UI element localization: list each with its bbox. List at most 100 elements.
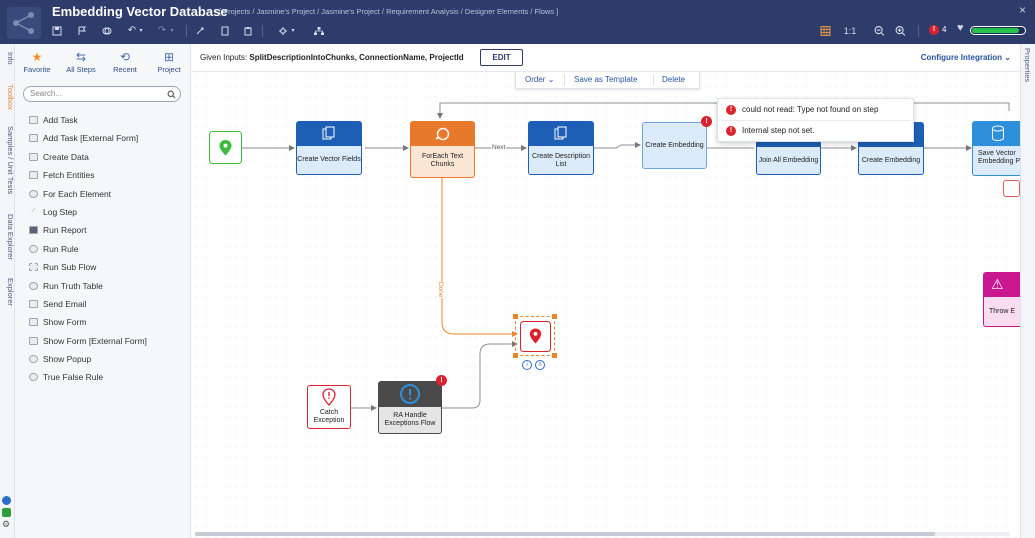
form-icon: [29, 318, 38, 327]
list-icon[interactable]: ≡: [535, 360, 545, 370]
end-node[interactable]: [513, 314, 557, 358]
zoom-in-icon[interactable]: [895, 24, 906, 38]
category-all-steps[interactable]: ⇆ All Steps: [59, 50, 103, 74]
category-favorite[interactable]: ★ Favorite: [15, 50, 59, 74]
chevron-down-icon[interactable]: ▾: [139, 28, 143, 34]
search-icon[interactable]: [167, 90, 176, 99]
toolbox-step-show-popup[interactable]: Show Popup: [29, 350, 189, 368]
delete-button[interactable]: Delete: [662, 75, 686, 84]
info-icon[interactable]: i: [522, 360, 532, 370]
recent-icon: ⟲: [119, 50, 131, 64]
toolbar-divider: [186, 25, 187, 37]
tab-properties[interactable]: Properties: [1023, 48, 1032, 83]
toolbox-step-add-task[interactable]: Add Task: [29, 111, 189, 129]
error-icon[interactable]: !: [436, 375, 447, 386]
error-popup: !could not read: Type not found on step …: [717, 98, 914, 142]
step-label: Fetch Entities: [43, 170, 95, 181]
health-bar-fill: [972, 28, 1019, 33]
debug-icon[interactable]: [195, 24, 205, 38]
flow-node-save-vector-embedding[interactable]: Save Vector Embedding Postgres: [972, 121, 1020, 176]
app-logo-icon[interactable]: [6, 6, 42, 40]
category-project[interactable]: ⊞ Project: [147, 50, 191, 74]
resize-handle[interactable]: [513, 353, 518, 358]
flow-canvas[interactable]: Next Done Order ⌄ Save as Template Delet…: [191, 72, 1020, 538]
chevron-down-icon[interactable]: ▾: [170, 28, 174, 34]
close-icon[interactable]: ×: [1018, 3, 1026, 17]
toolbox-step-run-rule[interactable]: Run Rule: [29, 240, 189, 258]
toolbox-step-for-each-element[interactable]: For Each Element: [29, 185, 189, 203]
flow-node-foreach-text-chunks[interactable]: ForEach Text Chunks: [410, 121, 475, 178]
flow-node-create-vector-fields[interactable]: Create Vector Fields: [296, 121, 362, 175]
node-label: ForEach Text Chunks: [421, 153, 464, 168]
edit-inputs-button[interactable]: EDIT: [480, 49, 523, 66]
save-as-template-button[interactable]: Save as Template: [574, 75, 638, 84]
toolbox-step-create-data[interactable]: Create Data: [29, 148, 189, 166]
copy-icon[interactable]: [102, 24, 112, 38]
toolbox-step-fetch-entities[interactable]: Fetch Entities: [29, 166, 189, 184]
steps-icon: ⇆: [75, 50, 87, 64]
error-icon[interactable]: !: [701, 116, 712, 127]
toolbox-step-show-form-external[interactable]: Show Form [External Form]: [29, 332, 189, 350]
zoom-out-icon[interactable]: [874, 24, 885, 38]
toolbox-step-run-sub-flow[interactable]: Run Sub Flow: [29, 258, 189, 276]
node-label: Create Vector Fields: [297, 156, 361, 163]
given-inputs: Given Inputs: SplitDescriptionIntoChunks…: [200, 53, 464, 62]
tab-info[interactable]: Info: [6, 52, 15, 65]
toolbox-step-show-form[interactable]: Show Form: [29, 313, 189, 331]
flow-node-create-embedding-1[interactable]: Create Embedding !: [642, 116, 712, 169]
flag-icon[interactable]: [77, 24, 87, 38]
flow-node-catch-exception[interactable]: Catch Exception: [307, 385, 351, 429]
grid-icon[interactable]: [820, 24, 831, 38]
subflow-icon: [29, 263, 38, 272]
chat-icon[interactable]: [2, 496, 11, 505]
clipboard-icon[interactable]: [243, 24, 253, 38]
zoom-reset-button[interactable]: 1:1: [843, 26, 857, 36]
tab-data-explorer[interactable]: Data Explorer: [6, 214, 15, 260]
save-icon[interactable]: [52, 24, 62, 38]
flow-node-throw[interactable]: ⚠ Throw E: [983, 272, 1020, 327]
toolbox-step-run-report[interactable]: Run Report: [29, 221, 189, 239]
search-input[interactable]: Search...: [23, 86, 181, 102]
step-label: Run Report: [43, 225, 87, 236]
copy-data-icon: [554, 126, 567, 140]
toolbox-step-add-task-external[interactable]: Add Task [External Form]: [29, 129, 189, 147]
resize-handle[interactable]: [552, 314, 557, 319]
configure-integration-link[interactable]: Configure Integration ⌄: [921, 53, 1011, 62]
warning-icon: ⚠: [991, 276, 1004, 292]
toolbox-step-true-false-rule[interactable]: True False Rule: [29, 368, 189, 386]
flow-node-ra-handle-exceptions[interactable]: RA Handle Exceptions Flow !: [378, 375, 447, 434]
toolbox-step-run-truth-table[interactable]: Run Truth Table: [29, 277, 189, 295]
error-count[interactable]: 4: [942, 25, 947, 34]
error-handler-node[interactable]: [1003, 180, 1020, 197]
horizontal-scrollbar[interactable]: [195, 532, 1010, 536]
scrollbar-thumb[interactable]: [195, 532, 935, 536]
error-icon[interactable]: !: [929, 25, 939, 35]
sheet-icon[interactable]: [2, 508, 11, 517]
breadcrumb[interactable]: [ Projects / Jasmine's Project / Jasmine…: [219, 7, 559, 16]
tab-samples-unit-tests[interactable]: Samples / Unit Tests: [6, 126, 15, 195]
order-button[interactable]: Order ⌄: [525, 75, 554, 84]
edge-label-done: Done: [437, 282, 444, 298]
document-icon[interactable]: [220, 24, 230, 38]
node-body: [296, 146, 362, 175]
flow-node-create-description-list[interactable]: Create Description List: [528, 121, 594, 175]
undo-icon[interactable]: ↶: [127, 25, 137, 36]
chevron-down-icon[interactable]: ▾: [291, 28, 295, 34]
toolbox-step-send-email[interactable]: Send Email: [29, 295, 189, 313]
tab-explorer[interactable]: Explorer: [6, 278, 15, 306]
start-node[interactable]: [209, 131, 242, 164]
hierarchy-icon[interactable]: [313, 24, 325, 38]
exception-icon: [400, 384, 420, 404]
resize-handle[interactable]: [513, 314, 518, 319]
gear-icon[interactable]: ⚙: [2, 519, 11, 529]
error-message: !could not read: Type not found on step: [726, 103, 878, 117]
step-label: Create Data: [43, 151, 89, 162]
health-bar[interactable]: [970, 26, 1026, 35]
step-label: Run Sub Flow: [43, 262, 97, 273]
category-recent[interactable]: ⟲ Recent: [103, 50, 147, 74]
tab-toolbox[interactable]: Toolbox: [6, 84, 15, 110]
resize-handle[interactable]: [552, 353, 557, 358]
settings-icon[interactable]: [278, 24, 288, 38]
toolbox-step-log-step[interactable]: ⟋Log Step: [29, 203, 189, 221]
redo-icon[interactable]: ↷: [157, 25, 167, 36]
